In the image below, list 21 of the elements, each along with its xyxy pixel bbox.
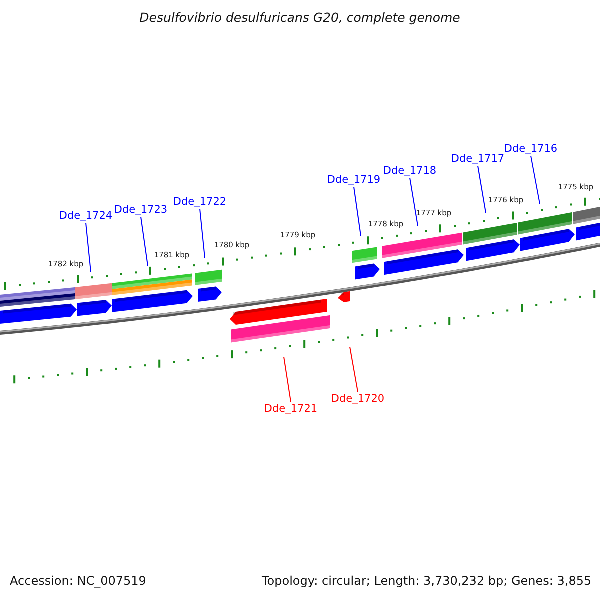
leader-line <box>86 222 92 272</box>
gene-label: Dde_1724 <box>59 210 113 222</box>
leader-line <box>410 178 418 226</box>
gene-label: Dde_1718 <box>383 165 437 177</box>
footer-text: Topology: circular; Length: 3,730,232 bp; Genes: 3,855 <box>262 574 592 588</box>
gene-label: Dde_1716 <box>504 143 558 155</box>
gene-label: Dde_1722 <box>173 196 227 208</box>
leader-line <box>284 356 292 402</box>
leader-line <box>354 186 362 236</box>
leader-line <box>140 216 148 266</box>
leader-line <box>478 166 486 214</box>
title: Desulfovibrio desulfuricans G20, complete genome <box>138 10 462 25</box>
leader-line <box>530 156 540 204</box>
gene-label: Dde_1721 <box>264 403 318 415</box>
gene-label: Dde_1720 <box>331 393 385 405</box>
gene-label: Dde_1719 <box>327 174 381 186</box>
footer-text: Accession: NC_007519 <box>10 574 146 588</box>
leader-line <box>350 346 358 392</box>
leader-line <box>200 208 206 258</box>
gene-label: Dde_1717 <box>451 153 505 165</box>
gene-label: Dde_1723 <box>114 204 168 216</box>
